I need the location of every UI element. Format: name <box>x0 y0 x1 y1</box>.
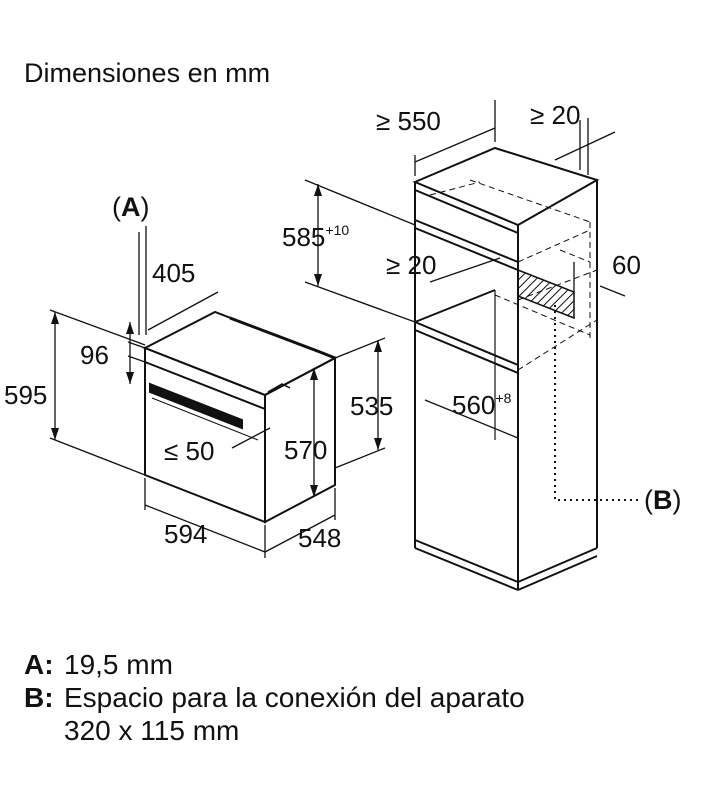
oven-handle <box>149 382 243 430</box>
dim-ge20-mid: ≥ 20 <box>386 250 436 280</box>
arrowheads <box>51 184 382 497</box>
dim-585: 585+10 <box>282 222 349 252</box>
oven-top <box>142 310 338 397</box>
dim-570: 570 <box>284 435 327 465</box>
cabinet-dashed-lines <box>429 179 598 371</box>
dim-60: 60 <box>612 250 641 280</box>
legend-row-a: A: 19,5 mm <box>24 648 525 681</box>
oven-drawing <box>142 310 338 524</box>
dim-le50: ≤ 50 <box>164 436 214 466</box>
dim-594: 594 <box>164 519 207 549</box>
dim-96: 96 <box>80 340 109 370</box>
legend-text-b: Espacio para la conexión del aparato <box>64 682 525 713</box>
dim-535: 535 <box>350 391 393 421</box>
diagram-title: Dimensiones en mm <box>24 58 271 88</box>
dim-ge20-top: ≥ 20 <box>530 100 580 130</box>
legend: A: 19,5 mm B: Espacio para la conexión d… <box>24 648 525 747</box>
dim-ge550: ≥ 550 <box>376 106 441 136</box>
legend-key-a: A: <box>24 649 54 680</box>
dim-595: 595 <box>4 380 47 410</box>
legend-key-b: B: <box>24 682 54 713</box>
oven-side <box>264 356 336 524</box>
oven-dimension-lines <box>49 226 386 558</box>
legend-text-b-size: 320 x 115 mm <box>64 715 240 746</box>
cabinet-drawing <box>412 146 600 591</box>
callout-a-label: (A) <box>112 192 150 222</box>
legend-text-a: 19,5 mm <box>64 649 173 680</box>
dim-560: 560+8 <box>452 390 512 420</box>
legend-row-b: B: Espacio para la conexión del aparato <box>24 681 525 714</box>
connection-space-hatch <box>517 268 575 320</box>
callout-b-label: (B) <box>644 485 682 515</box>
cabinet-dimension-lines <box>304 100 626 439</box>
dim-548: 548 <box>298 523 341 553</box>
oven-front <box>144 346 266 524</box>
dim-405: 405 <box>152 258 195 288</box>
